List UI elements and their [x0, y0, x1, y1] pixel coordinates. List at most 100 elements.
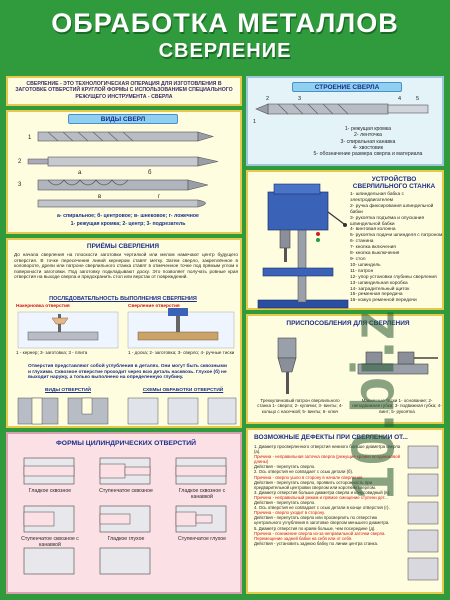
hole-types-heading: ВИДЫ ОТВЕРСТИЙ — [45, 388, 91, 393]
techniques-panel: ПРИЁМЫ СВЕРЛЕНИЯ До начала сверления на … — [6, 238, 242, 428]
legend-item: 3- спиральная канавка — [340, 138, 396, 145]
legend-item: 15- ременная передача — [350, 292, 403, 298]
defects-illustration — [407, 445, 439, 581]
defect-item: 5. Диаметр отверстия по краям больше, че… — [254, 525, 376, 531]
left-step-caption: 1 - кернер; 3- заготовка; 3 - плита — [16, 350, 88, 355]
legend-item: 2- ручка фиксирования шпиндельной бабки — [350, 203, 434, 215]
svg-text:2: 2 — [18, 159, 22, 165]
svg-text:3: 3 — [18, 182, 22, 188]
legend-item: 10- шпиндель — [350, 262, 381, 268]
defect-item: 1. Диаметр просверленного отверстия немн… — [254, 444, 401, 455]
machine-heading: УСТРОЙСТВО СВЕРЛИЛЬНОГО СТАНКА — [352, 176, 436, 190]
machine-legend: 1- шпиндельная бабка с электродвигателем… — [350, 192, 444, 304]
legend-item: 14- заградительный щиток — [350, 286, 410, 292]
cylindrical-illustration — [23, 457, 227, 575]
machine-panel: УСТРОЙСТВО СВЕРЛИЛЬНОГО СТАНКА 1- шпинде… — [246, 170, 444, 310]
drill-structure-legend: 1- режущая кромка 2- ленточка 3- спираль… — [298, 126, 438, 157]
legend-item: 6- станина — [350, 239, 374, 245]
legend-item: 2- ленточка — [354, 132, 382, 139]
fixtures-illustration — [277, 337, 438, 394]
defect-item: Причина - неправильный режим и прямое см… — [254, 494, 388, 500]
spoon-drill — [37, 199, 206, 208]
legend-item: 4- хвостовик — [353, 144, 383, 151]
defect-item: 4. Ось отверстия не совпадает с осью дет… — [254, 505, 390, 511]
defect-item: Причина - понижение сверла из-за неправи… — [254, 530, 386, 541]
sequence-heading: ПОСЛЕДОВАТЕЛЬНОСТЬ ВЫПОЛНЕНИЯ СВЕРЛЕНИЯ — [49, 296, 197, 302]
spiral-drill — [37, 131, 215, 142]
intro-text: СВЕРЛЕНИЕ - ЭТО ТЕХНОЛОГИЧЕСКАЯ ОПЕРАЦИЯ… — [15, 81, 233, 100]
drill-types-caption-1: а- спиральное; б- центровое; в- шнековое… — [57, 213, 199, 219]
page-subtitle: СВЕРЛЕНИЕ — [158, 40, 292, 62]
svg-text:б: б — [148, 170, 152, 176]
defect-item: Причина - сверло ушло в сторону в начале… — [254, 474, 364, 480]
drill-types-heading: ВИДЫ СВЕРЛ — [68, 114, 178, 124]
fixtures-heading: ПРИСПОСОБЛЕНИЯ ДЛЯ СВЕРЛЕНИЯ — [286, 320, 410, 327]
hole-machining-heading: СХЕМЫ ОБРАБОТКИ ОТВЕРСТИЙ — [142, 388, 224, 393]
drill-structure-heading: СТРОЕНИЕ СВЕРЛА — [292, 82, 402, 92]
cylindrical-panel: ФОРМЫ ЦИЛИНДРИЧЕСКИХ ОТВЕРСТИЙ — [6, 432, 242, 594]
defect-item: 3. Диаметр отверстия больше диаметра све… — [254, 489, 391, 495]
drill-structure-illustration: 2 3 4 5 1 — [253, 96, 429, 125]
vise-caption: Машинные тиски 1- основание; 2- неподвиж… — [352, 398, 442, 414]
intro-panel: СВЕРЛЕНИЕ - ЭТО ТЕХНОЛОГИЧЕСКАЯ ОПЕРАЦИЯ… — [6, 76, 242, 106]
cylindrical-label: Гладкое глухое — [107, 536, 145, 542]
defect-item: Причина - сверло уходит в сторону. — [254, 510, 325, 516]
svg-text:1: 1 — [253, 119, 256, 125]
defect-item: Действия - перепутать сверло. — [254, 500, 316, 506]
svg-text:г: г — [158, 194, 161, 200]
holes-text: Отверстия представляют собой углубления … — [28, 364, 227, 381]
svg-text:2: 2 — [266, 96, 269, 102]
defects-list: 1. Диаметр просверленного отверстия немн… — [254, 444, 404, 546]
legend-item: 5- обозначение размера сверла и материал… — [313, 151, 423, 158]
legend-item: 5- рукоятка подачи шпинделя с патроном — [350, 233, 443, 239]
hole-types-illustration — [17, 397, 237, 425]
chuck-caption: Трехкулачковый патрон сверлильного станк… — [257, 398, 343, 414]
legend-item: 13- шпиндельная коробка — [350, 280, 408, 286]
legend-item: 1- режущая кромка — [344, 126, 392, 132]
cylindrical-label: Ступенчатое сквозное с канавкой — [21, 536, 79, 549]
drill-structure-panel: СТРОЕНИЕ СВЕРЛА 2 3 4 5 1 1- режущая кро… — [246, 76, 444, 166]
legend-item: 4- винтовая колонна — [350, 227, 396, 233]
drill-types-panel: ВИДЫ СВЕРЛ 1 2 3 — [6, 110, 242, 234]
drill-types-illustration: 1 2 3 а б в г — [18, 131, 219, 208]
techniques-text: До начала сверления на плоскости заготов… — [14, 252, 238, 280]
legend-item: 11- патрон — [350, 268, 374, 274]
legend-item: 7- кнопка включения — [350, 245, 396, 251]
legend-item: 8- кнопка выключения — [350, 251, 400, 257]
drill-press-illustration — [257, 183, 349, 309]
legend-item: 9- стол — [350, 256, 366, 262]
svg-text:4: 4 — [398, 96, 401, 102]
right-step-caption: 1 - доска; 2- заготовка; 3- сверло; 4- р… — [128, 350, 235, 355]
center-drill — [27, 156, 219, 167]
defect-item: Действия - перепутать сверло, проявить о… — [254, 479, 376, 490]
cylindrical-heading: ФОРМЫ ЦИЛИНДРИЧЕСКИХ ОТВЕРСТИЙ — [56, 440, 196, 447]
defect-item: Действия - установить заднюю бабку по ли… — [254, 540, 379, 546]
right-step-label: Сверление отверстия — [128, 304, 180, 309]
left-step-label: Накерновка отверстия — [16, 304, 70, 309]
fixtures-panel: ПРИСПОСОБЛЕНИЯ ДЛЯ СВЕРЛЕНИЯ Трехкулачко… — [246, 314, 444, 424]
legend-item: 12- упор установки глубины сверления — [350, 274, 437, 280]
cylindrical-label: Ступенчатое сквозное — [99, 488, 153, 494]
drill-types-caption-2: 1- режущая кромка; 2- центр; 3- подрезат… — [70, 221, 186, 227]
cylindrical-label: Гладкое сквозное с канавкой — [178, 488, 226, 501]
defect-item: Причина - неправильная заточка сверла (р… — [254, 454, 400, 465]
svg-text:а: а — [78, 170, 82, 176]
defect-item: Действия - перепутать сверло или просвер… — [254, 515, 390, 526]
svg-text:3: 3 — [298, 96, 301, 102]
page-title: ОБРАБОТКА МЕТАЛЛОВ — [51, 8, 399, 38]
sequence-illustration — [17, 308, 235, 349]
defects-panel: ВОЗМОЖНЫЕ ДЕФЕКТЫ ПРИ СВЕРЛЕНИИ ОТ... 1.… — [246, 428, 444, 594]
techniques-heading: ПРИЁМЫ СВЕРЛЕНИЯ — [86, 243, 160, 250]
defect-item: 2. Ось отверстия не совпадает с осью дет… — [254, 469, 354, 475]
legend-item: 3- рукоятка подъёма и опускания шпиндель… — [350, 215, 425, 227]
svg-text:1: 1 — [28, 135, 32, 141]
cylindrical-label: Ступенчатое глухое — [177, 536, 227, 542]
defect-item: Действия - перепутать сверло. — [254, 464, 316, 470]
svg-text:5: 5 — [416, 96, 419, 102]
legend-item: 1- шпиндельная бабка с электродвигателем — [350, 192, 404, 203]
legend-item: 16- кожух ременной передачи — [350, 298, 417, 304]
cylindrical-label: Гладкое сквозное — [28, 488, 72, 494]
svg-text:в: в — [98, 194, 101, 200]
watermark: 10.bi.z — [339, 309, 407, 500]
